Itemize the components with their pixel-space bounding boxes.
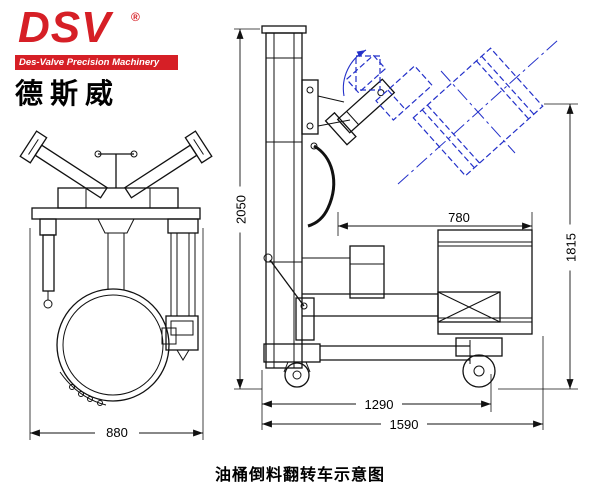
rear-wheel [462,354,496,388]
ring-chain [59,371,107,406]
tilted-drum-phantom [342,39,559,185]
front-view [19,130,213,440]
overall-height-dim-label: 2050 [233,186,249,233]
left-clamp-arm [19,130,109,199]
mast-side [261,25,319,369]
brand-tagline: Des-Valve Precision Machinery [15,55,178,70]
tilt-handle-side [307,142,336,228]
brand-logo-text: DSV [18,3,112,52]
dim-overall-length [262,336,544,430]
base-frame [263,337,503,364]
carriage-body-front [31,187,201,290]
left-hanger-bracket [39,218,57,309]
control-box [302,245,385,299]
right-clamp-arm [123,130,213,199]
brand-chinese-name: 德斯威 [15,78,121,109]
mast-front [165,218,199,361]
tilt-handle-front [94,150,138,188]
wheelbase-dim-label: 1290 [356,397,402,412]
drawing-caption: 油桶倒料翻转车示意图 [214,467,385,484]
front-width-dim-label: 880 [95,425,139,440]
overall-length-dim-label: 1590 [381,417,427,432]
drum-reach-dim-label: 780 [440,210,478,225]
front-caster-wheel [283,361,311,388]
dim-drum-reach [337,212,533,236]
hydraulic-pump [263,253,315,341]
clamp-head-mechanism [317,78,396,146]
drum-side [437,229,533,335]
registered-mark: ® [131,10,140,24]
side-view [234,25,578,430]
drum-ring [56,288,177,402]
dump-height-dim-label: 1815 [563,224,579,271]
